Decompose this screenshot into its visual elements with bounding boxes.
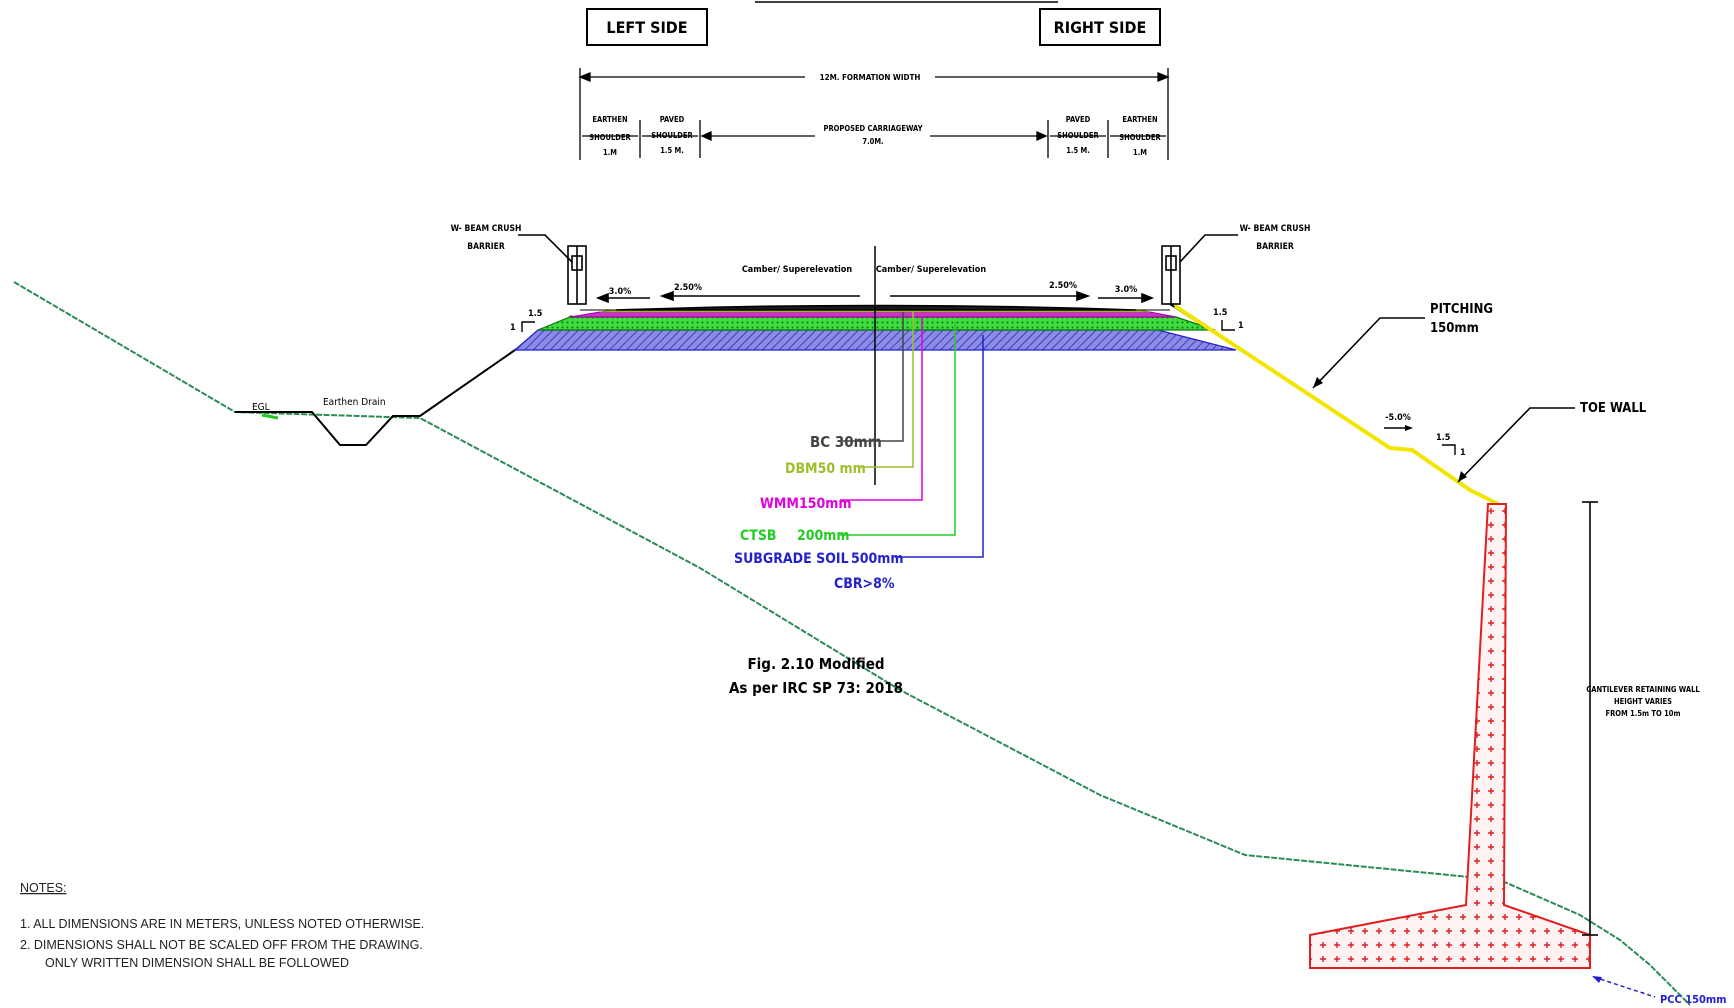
pcc-label: PCC 150mm	[1660, 993, 1727, 1006]
layer-leader-lines	[840, 312, 984, 558]
pcc-leader	[1593, 976, 1656, 998]
caption-line-1: Fig. 2.10 Modified	[747, 655, 884, 673]
slope-right-inner: 2.50%	[1049, 281, 1077, 291]
carriageway-value: 7.0M.	[862, 137, 883, 146]
barrier-right-label-2: BARRIER	[1256, 242, 1294, 252]
pitching-leader	[1312, 317, 1425, 389]
caption-line-2: As per IRC SP 73: 2018	[729, 679, 903, 697]
egl-mark	[261, 413, 279, 420]
subgrade-value: 500mm	[851, 551, 904, 567]
barrier-left-label-2: BARRIER	[467, 242, 505, 252]
toe-wall-arrowhead	[1458, 471, 1467, 482]
berm-slope-arrowhead	[1405, 425, 1413, 431]
pitching	[1173, 304, 1499, 506]
component-dimensions	[582, 120, 1166, 158]
ratio-berm-v: 1	[1460, 448, 1466, 458]
retaining-wall-label-2: HEIGHT VARIES	[1614, 697, 1672, 706]
paved-left-label: PAVED	[660, 115, 685, 124]
earthen-left-value: 1.M	[603, 148, 617, 157]
notes-block: NOTES: 1. ALL DIMENSIONS ARE IN METERS, …	[20, 881, 424, 970]
pitching-arrowhead	[1313, 377, 1323, 388]
retaining-wall-labels: CANTILEVER RETAINING WALL HEIGHT VARIES …	[1586, 685, 1700, 718]
pitching-thickness-label: 150mm	[1430, 321, 1479, 336]
toe-wall-label: TOE WALL	[1580, 401, 1647, 416]
paved-right-value: 1.5 M.	[1066, 146, 1090, 155]
earthen-drain	[235, 315, 573, 446]
ctsb-label: CTSB	[740, 528, 777, 544]
subgrade-label: SUBGRADE SOIL	[734, 551, 849, 567]
ctsb-value: 200mm	[797, 528, 850, 544]
earthen-right-label: EARTHEN	[1122, 115, 1158, 124]
left-side-box: LEFT SIDE	[586, 8, 708, 46]
slope-labels: Camber/ Superelevation Camber/ Superelev…	[609, 265, 1137, 297]
note-2: 2. DIMENSIONS SHALL NOT BE SCALED OFF FR…	[20, 938, 423, 952]
earthen-right-value: 1.M	[1133, 148, 1147, 157]
bc-layer	[615, 304, 1137, 311]
bc-label: BC 30mm	[810, 433, 882, 451]
berm-slope-label: -5.0%	[1385, 413, 1411, 423]
wall-height-dimension	[1582, 501, 1598, 936]
camber-right-label: Camber/ Superelevation	[876, 265, 986, 275]
formation-width-label: 12M. FORMATION WIDTH	[820, 73, 921, 82]
toe-wall-leader	[1457, 407, 1575, 483]
egl-label: EGL	[252, 402, 270, 413]
right-side-label: RIGHT SIDE	[1054, 18, 1147, 37]
note-1: 1. ALL DIMENSIONS ARE IN METERS, UNLESS …	[20, 917, 424, 931]
slope-ratio-markers	[521, 320, 1456, 455]
paved-right-label: PAVED	[1066, 115, 1091, 124]
earthen-drain-label: Earthen Drain	[323, 397, 386, 408]
right-crash-barrier	[1161, 234, 1238, 305]
barrier-right-label: W- BEAM CRUSH	[1240, 224, 1311, 234]
barrier-labels: W- BEAM CRUSH BARRIER W- BEAM CRUSH BARR…	[451, 224, 1311, 252]
paved-left-label-2: SHOULDER	[651, 131, 693, 140]
retaining-wall-label-3: FROM 1.5m TO 10m	[1605, 709, 1680, 718]
earthen-left-label: EARTHEN	[592, 115, 628, 124]
notes-title: NOTES:	[20, 881, 67, 895]
figure-caption: Fig. 2.10 Modified As per IRC SP 73: 201…	[729, 655, 903, 697]
paved-left-value: 1.5 M.	[660, 146, 684, 155]
barrier-left-label: W- BEAM CRUSH	[451, 224, 522, 234]
dbm-label: DBM50 mm	[785, 461, 866, 477]
earthen-right-label-2: SHOULDER	[1119, 133, 1161, 142]
pitching-label: PITCHING	[1430, 302, 1493, 317]
wmm-label: WMM150mm	[760, 496, 852, 512]
pcc-arrowhead	[1592, 976, 1602, 983]
slope-left-inner: 2.50%	[674, 283, 702, 293]
left-side-label: LEFT SIDE	[606, 18, 687, 37]
ctsb-layer	[537, 316, 1216, 331]
camber-left-label: Camber/ Superelevation	[742, 265, 852, 275]
left-crash-barrier	[518, 234, 587, 305]
paved-right-label-2: SHOULDER	[1057, 131, 1099, 140]
component-dimension-labels: EARTHEN SHOULDER 1.M PAVED SHOULDER 1.5 …	[589, 115, 1161, 157]
layer-labels: BC 30mm DBM50 mm WMM150mm CTSB 200mm SUB…	[734, 433, 904, 592]
formation-width-dimension	[578, 68, 1170, 160]
cantilever-retaining-wall	[1309, 503, 1591, 969]
carriageway-label: PROPOSED CARRIAGEWAY	[824, 124, 923, 133]
ratio-right-v: 1	[1238, 321, 1244, 331]
retaining-wall-label: CANTILEVER RETAINING WALL	[1586, 685, 1700, 694]
ratio-left-h: 1.5	[528, 309, 543, 319]
camber-arrows	[595, 290, 1155, 304]
natural-ground-line	[13, 281, 1691, 1006]
slope-left-outer: 3.0%	[609, 287, 631, 297]
slope-ratio-labels: 1.5 1 1.5 1 1.5 1	[510, 308, 1466, 458]
right-side-box: RIGHT SIDE	[1039, 8, 1161, 46]
cbr-label: CBR>8%	[834, 576, 895, 592]
wmm-layer	[569, 311, 1177, 318]
earthen-left-label-2: SHOULDER	[589, 133, 631, 142]
ratio-berm-h: 1.5	[1436, 433, 1451, 443]
slope-right-outer: 3.0%	[1115, 285, 1137, 295]
note-3: ONLY WRITTEN DIMENSION SHALL BE FOLLOWED	[45, 956, 349, 970]
ratio-left-v: 1	[510, 323, 516, 333]
ratio-right-h: 1.5	[1213, 308, 1228, 318]
